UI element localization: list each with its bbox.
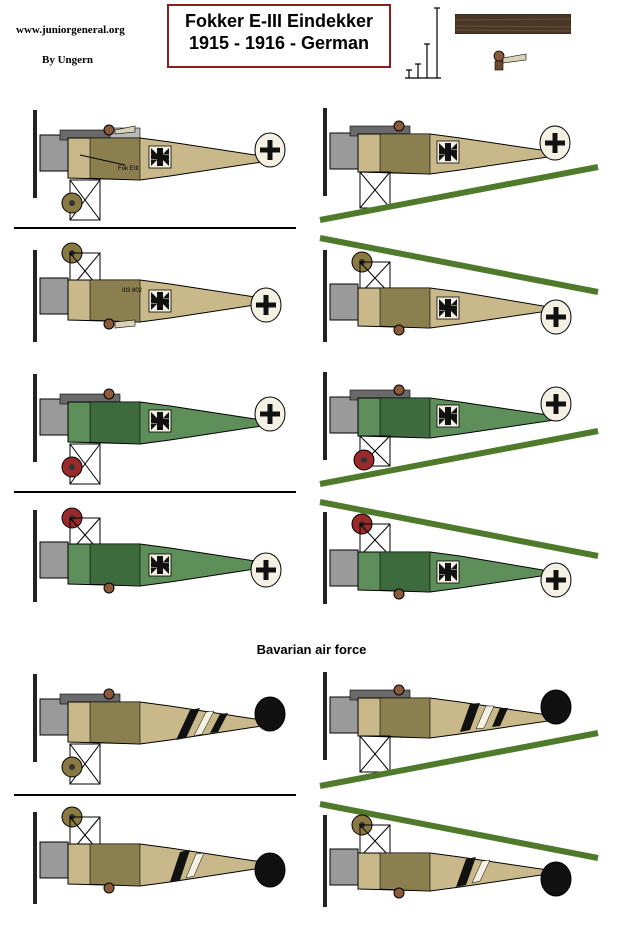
wood-base-icon [455,14,571,34]
title-box: Fokker E-III Eindekker 1915 - 1916 - Ger… [167,4,391,68]
aircraft-bavarian-gear-down-left [33,674,286,785]
aircraft-bavarian-ground-right [323,672,572,773]
aircraft-khaki-gear-down-left: Fok EIII [33,110,286,221]
aircraft-khaki-inverted-right [323,250,572,342]
pilot-figure-icon [493,50,527,71]
serial-marking: III3 802 [122,288,143,294]
aircraft-green-ground-right [323,372,572,471]
aircraft-green-inverted-right [323,512,572,604]
site-url: www.juniorgeneral.org [16,24,125,36]
aircraft-green-inverted-left [33,507,282,602]
aircraft-bavarian-inverted-left [33,806,286,904]
author-credit: By Ungern [42,54,94,66]
aircraft-green-gear-down-left [33,374,286,485]
altitude-scale-icon [405,7,441,79]
aircraft-khaki-ground-right [323,108,571,209]
fuselage-marking: Fok EIII [118,166,139,172]
title-line-1: Fokker E-III Eindekker [184,11,374,31]
aircraft-bavarian-inverted-right [323,814,572,907]
aircraft-khaki-inverted-left: III3 802 [33,242,282,342]
title-line-2: 1915 - 1916 - German [188,33,370,53]
section-label-bavarian: Bavarian air force [256,642,367,657]
